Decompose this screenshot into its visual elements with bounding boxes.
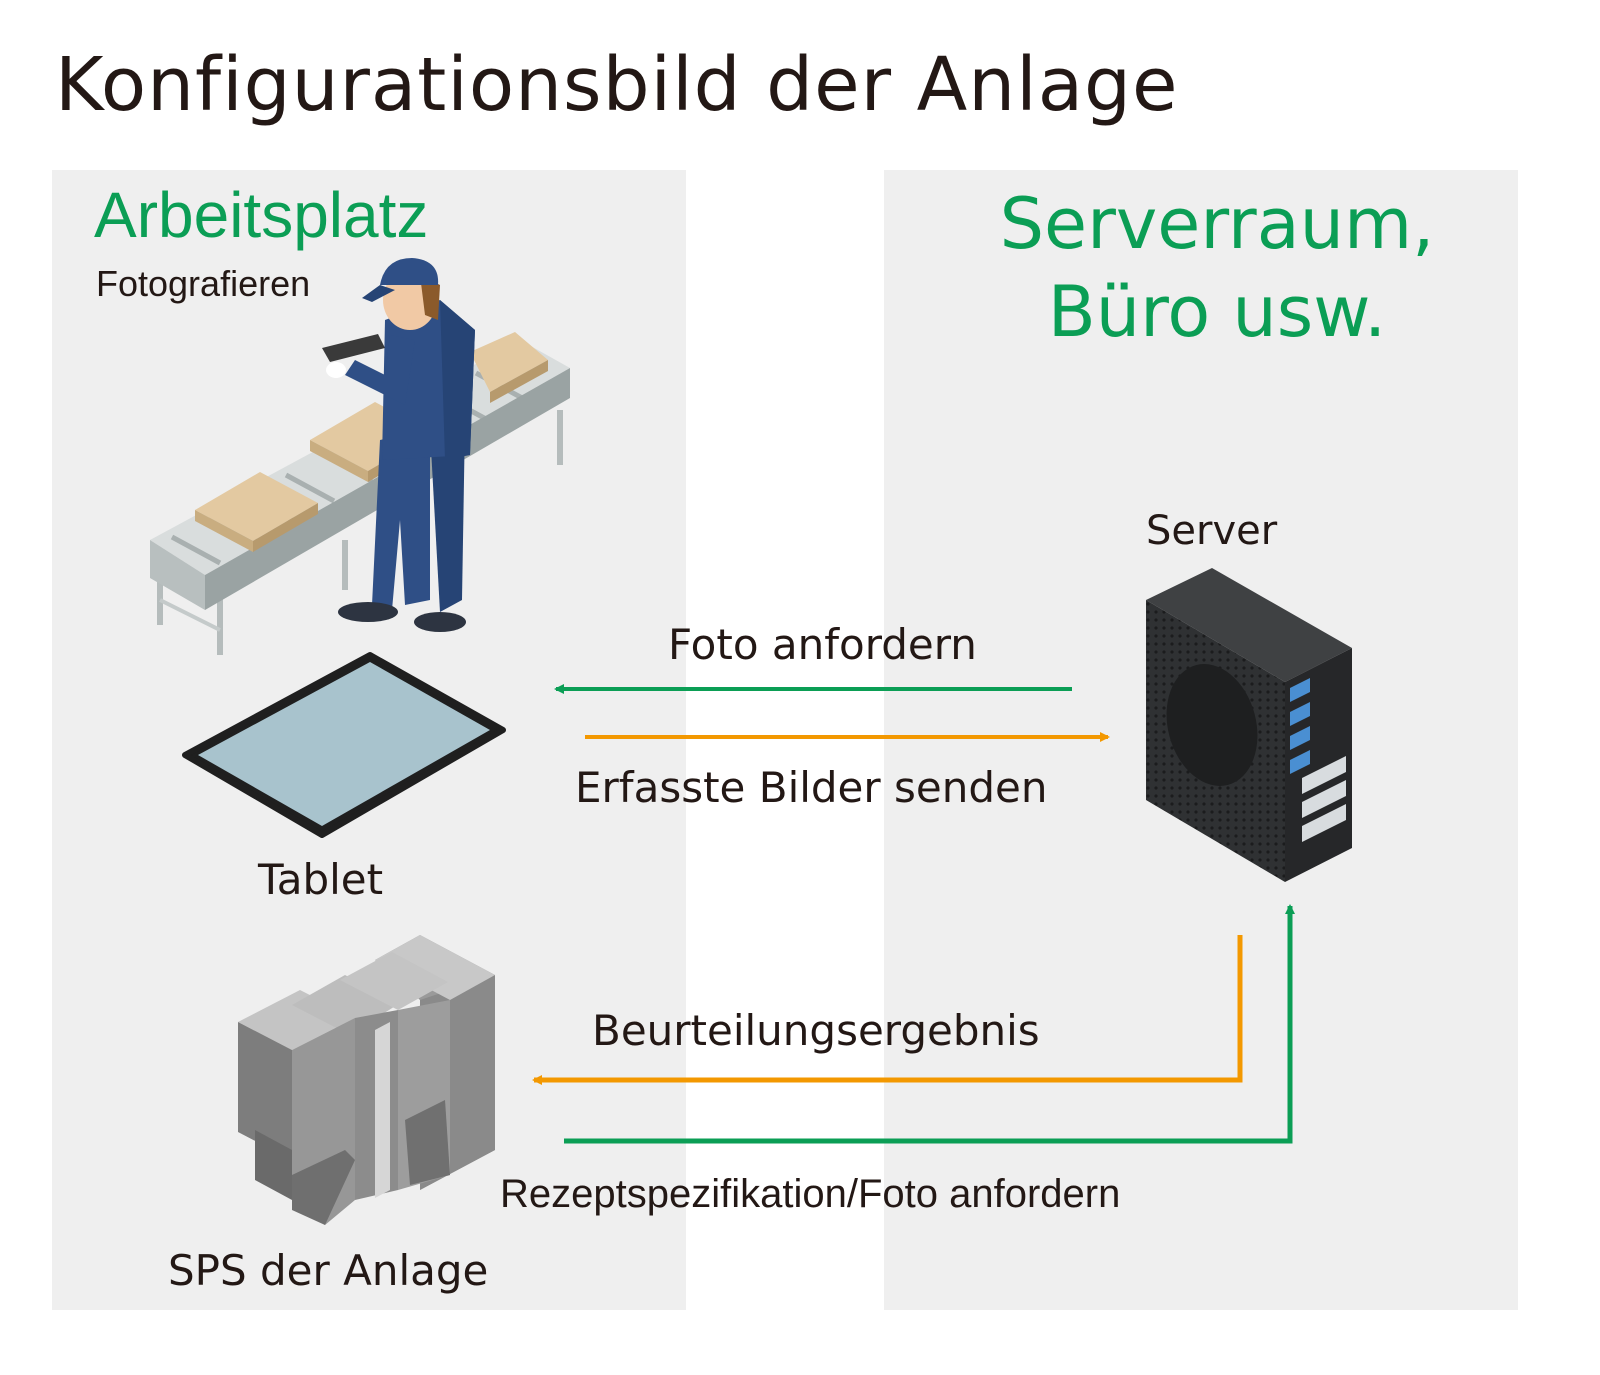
server-illustration	[1146, 568, 1352, 882]
tablet-label: Tablet	[258, 855, 384, 904]
server-label: Server	[1146, 508, 1278, 554]
server-room-title-line1: Serverraum,	[999, 183, 1435, 265]
workplace-subtitle: Fotografieren	[96, 263, 311, 304]
send-images-label: Erfasste Bilder senden	[575, 763, 1048, 812]
plc-label: SPS der Anlage	[168, 1246, 489, 1295]
server-room-title-line2: Büro usw.	[1047, 271, 1387, 353]
tablet-illustration	[182, 652, 506, 838]
request-photo-label: Foto anfordern	[668, 620, 977, 669]
conveyor-worker-illustration	[150, 258, 570, 655]
judgement-result-label: Beurteilungsergebnis	[592, 1006, 1040, 1055]
plc-illustration	[238, 935, 495, 1225]
diagram-title: Konfigurationsbild der Anlage	[55, 42, 1179, 128]
recipe-request-label: Rezeptspezifikation/Foto anfordern	[500, 1172, 1121, 1216]
arrow-judgement-result	[532, 935, 1243, 1085]
arrow-recipe-request	[564, 904, 1295, 1144]
workplace-title: Arbeitsplatz	[94, 179, 429, 251]
